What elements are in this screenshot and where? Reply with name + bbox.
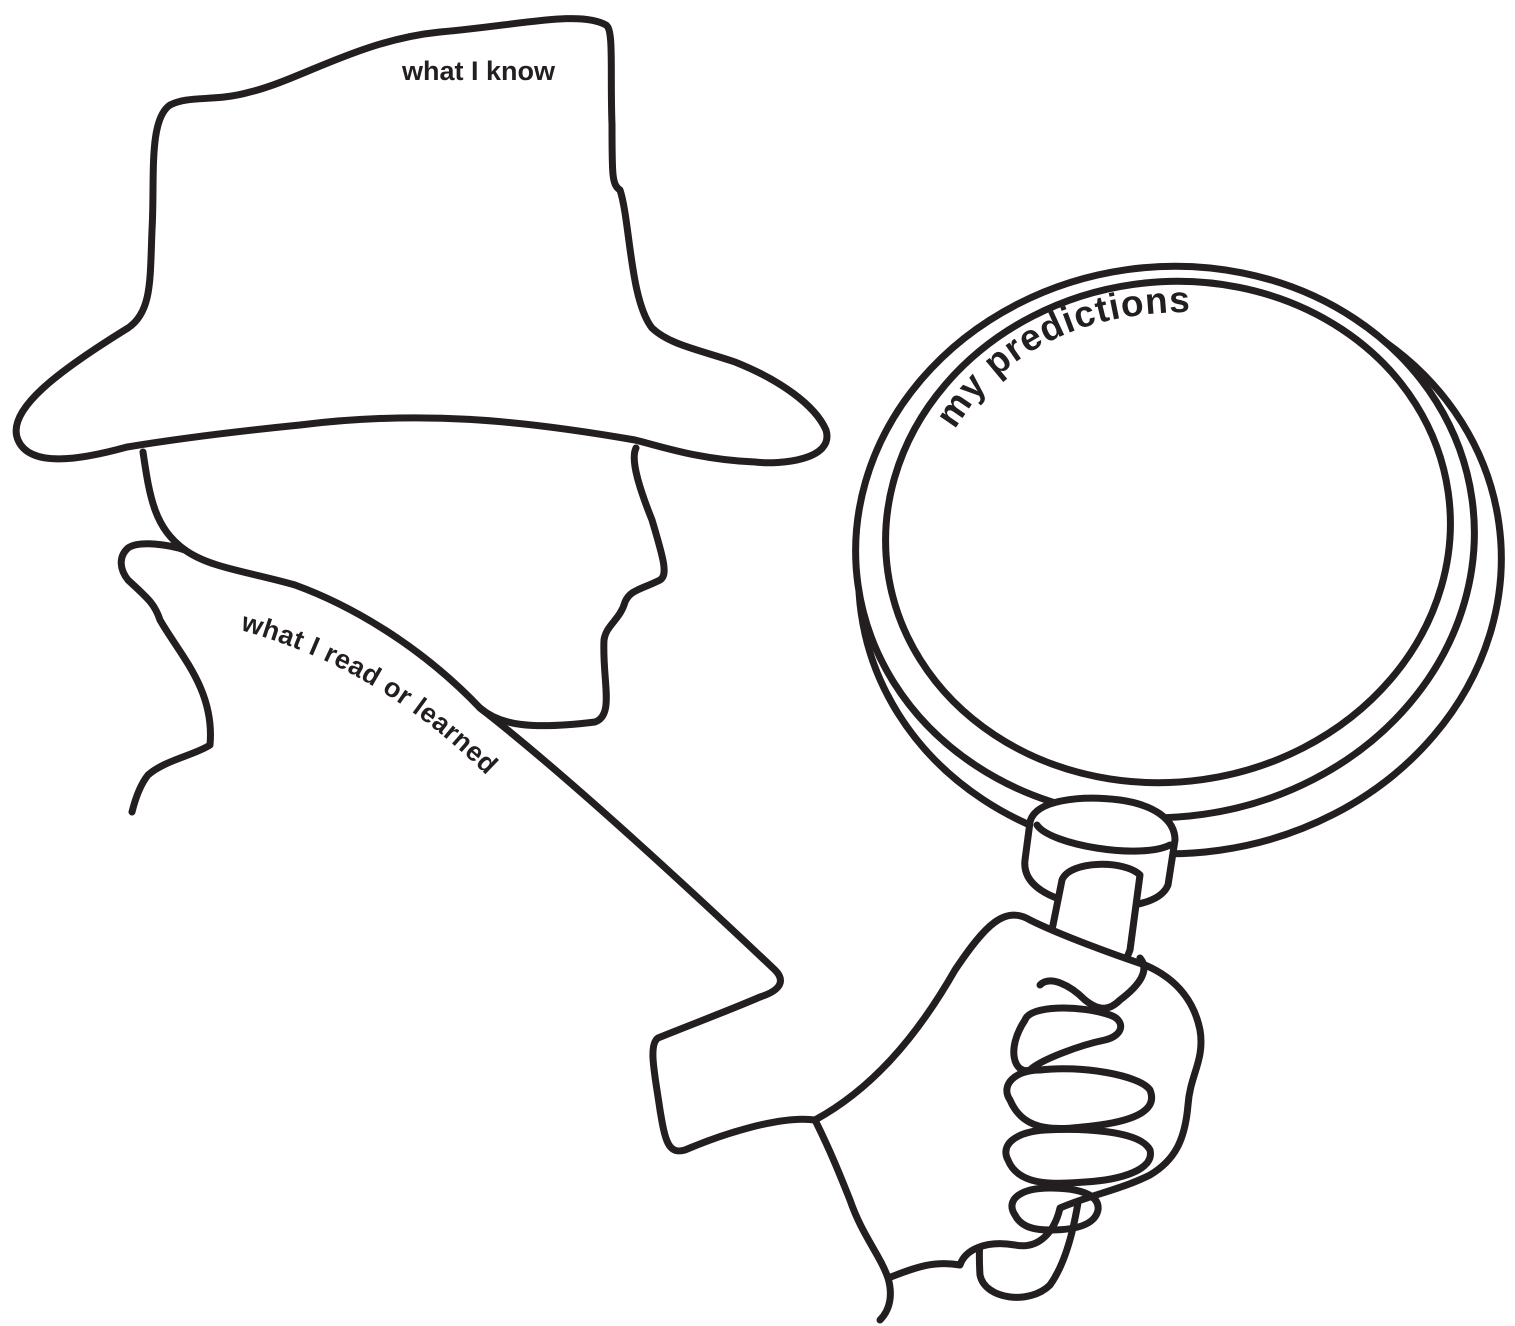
- coat-outline: [480, 708, 815, 1151]
- what-i-know-label: what I know: [401, 56, 556, 86]
- collar-outline: [121, 544, 210, 812]
